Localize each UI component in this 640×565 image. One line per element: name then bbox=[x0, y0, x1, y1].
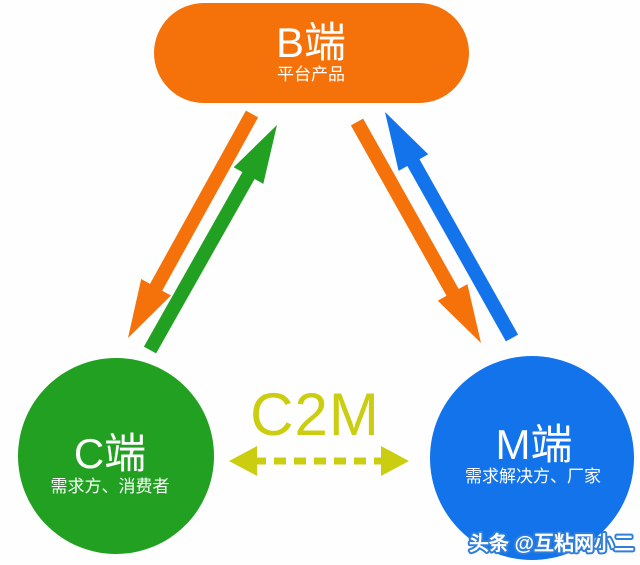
arrow-b-to-c bbox=[128, 110, 259, 338]
c2m-arrowhead-right-icon bbox=[381, 446, 409, 476]
node-c-subtitle: 需求方、消费者 bbox=[51, 477, 170, 496]
node-c-title: C端 bbox=[74, 430, 146, 477]
node-b-subtitle: 平台产品 bbox=[277, 65, 345, 84]
node-b-title: B端 bbox=[276, 19, 346, 66]
c2m-arrowhead-left-icon bbox=[229, 446, 257, 476]
arrow-c-to-b bbox=[143, 125, 277, 354]
node-c-shape bbox=[18, 358, 214, 554]
watermark: 头条 @互粘网小二 bbox=[469, 531, 634, 555]
node-b-shape bbox=[154, 3, 469, 103]
arrow-m-to-b bbox=[385, 112, 519, 342]
node-m-shape bbox=[430, 356, 634, 560]
node-m-title: M端 bbox=[496, 421, 573, 468]
node-m-subtitle: 需求解决方、厂家 bbox=[465, 467, 601, 486]
c2m-label: C2M bbox=[250, 381, 380, 448]
arrow-b-to-m bbox=[350, 118, 481, 343]
